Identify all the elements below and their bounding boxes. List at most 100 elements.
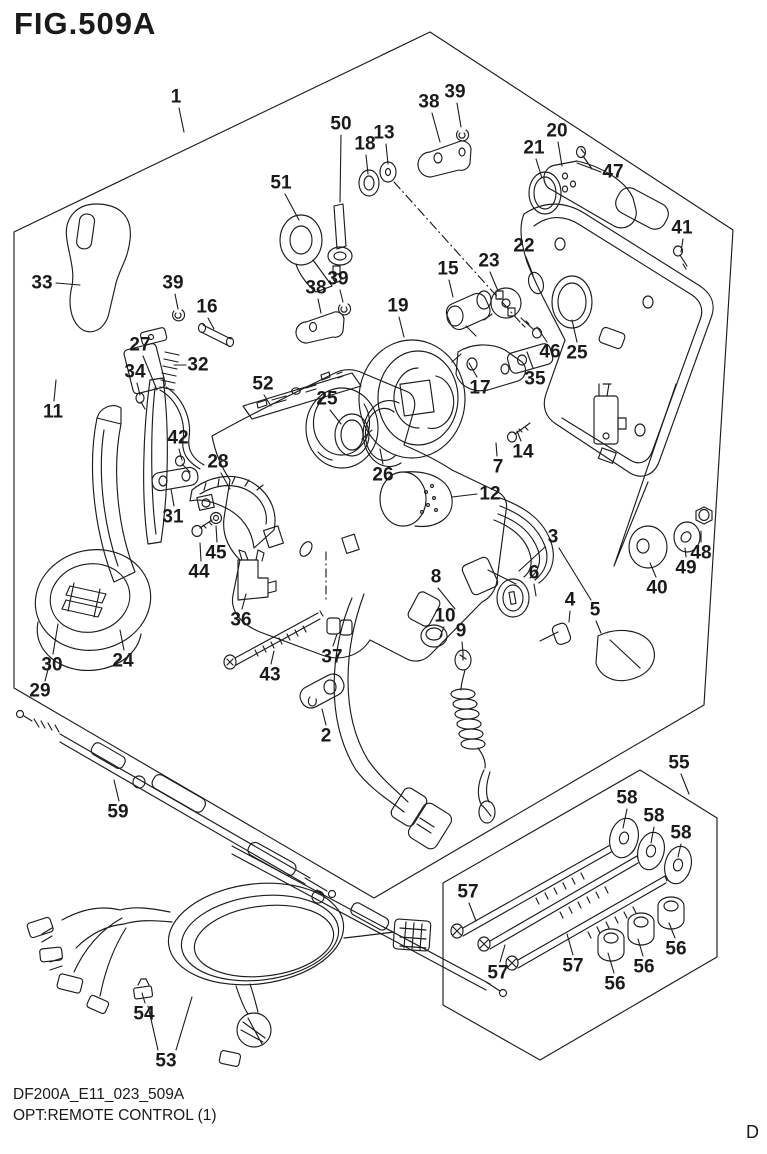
part-label-56: 56 [665, 938, 687, 960]
part-label-39: 39 [327, 268, 349, 290]
part-label-31: 31 [162, 506, 184, 528]
part-label-54: 54 [133, 1003, 155, 1025]
part-41-screw [674, 246, 688, 269]
part-label-5: 5 [589, 599, 601, 621]
part-label-9: 9 [455, 620, 467, 642]
part-53-harness [26, 874, 431, 1067]
part-label-49: 49 [675, 557, 697, 579]
part-label-57: 57 [457, 881, 479, 903]
part-label-11: 11 [42, 401, 64, 423]
part-24-lever [93, 406, 135, 582]
part-label-24: 24 [112, 650, 134, 672]
part-label-38: 38 [305, 277, 327, 299]
part-label-44: 44 [188, 561, 210, 583]
part-21-ring [529, 172, 561, 214]
part-label-34: 34 [124, 361, 146, 383]
part-label-29: 29 [29, 680, 51, 702]
part-label-8: 8 [430, 566, 442, 588]
part-39-clip-c [339, 304, 351, 315]
part-48-nut [696, 507, 712, 524]
part-32-spring [160, 352, 179, 390]
caption-block: DF200A_E11_023_509A OPT:REMOTE CONTROL (… [13, 1084, 217, 1126]
part-10-stop-switch [406, 590, 447, 647]
part-label-53: 53 [155, 1050, 177, 1072]
label-leader-lines [45, 103, 701, 1050]
part-label-41: 41 [671, 217, 693, 239]
part-label-26: 26 [372, 464, 394, 486]
part-47-screw [577, 147, 593, 170]
part-label-27: 27 [129, 334, 151, 356]
part-6-key-switch [461, 556, 529, 617]
main-connector [389, 786, 454, 852]
part-39-clip-a [457, 130, 469, 141]
part-label-23: 23 [478, 250, 500, 272]
part-label-57: 57 [562, 955, 584, 977]
part-36-clamp [238, 550, 276, 600]
part-label-33: 33 [31, 272, 53, 294]
part-label-55: 55 [668, 752, 690, 774]
part-mounting-plate [521, 204, 713, 566]
part-label-10: 10 [434, 605, 456, 627]
part-label-15: 15 [437, 258, 459, 280]
part-57-screws [451, 844, 667, 970]
part-31-link [151, 466, 199, 492]
part-13-washer [380, 162, 396, 182]
part-16-pin [199, 324, 234, 347]
part-label-37: 37 [321, 646, 343, 668]
part-12-buzzer [380, 472, 452, 527]
page-marker: D [746, 1122, 759, 1142]
part-14-screw [508, 423, 531, 442]
part-label-25: 25 [316, 388, 338, 410]
part-label-6: 6 [528, 562, 540, 584]
part-label-30: 30 [41, 654, 63, 676]
part-20-handle [544, 161, 672, 233]
figure-number-title: FIG.509A [14, 6, 157, 41]
part-label-18: 18 [354, 133, 376, 155]
part-label-58: 58 [616, 787, 638, 809]
part-label-20: 20 [546, 120, 568, 142]
part-11-switch [123, 327, 204, 469]
part-label-40: 40 [646, 577, 668, 599]
part-label-39: 39 [162, 272, 184, 294]
part-label-32: 32 [187, 354, 209, 376]
part-35-plate [506, 342, 554, 374]
part-label-50: 50 [330, 113, 352, 135]
part-label-2: 2 [320, 725, 332, 747]
part-33-grip [66, 204, 130, 332]
part-40-grommet [629, 526, 667, 568]
part-label-3: 3 [547, 526, 559, 548]
figure-caption: OPT:REMOTE CONTROL (1) [13, 1107, 217, 1124]
part-housing [212, 370, 507, 661]
part-label-52: 52 [252, 373, 274, 395]
part-label-13: 13 [373, 122, 395, 144]
part-label-36: 36 [230, 609, 252, 631]
part-label-19: 19 [387, 295, 409, 317]
part-38-clamp-b [296, 312, 344, 343]
part-label-59: 59 [107, 801, 129, 823]
part-label-7: 7 [492, 456, 504, 478]
part-46-screw [521, 318, 542, 338]
part-label-58: 58 [670, 822, 692, 844]
part-28-sector-gear [190, 476, 275, 548]
part-39-clip-b [173, 310, 185, 321]
part-label-28: 28 [207, 451, 229, 473]
part-label-4: 4 [564, 589, 576, 611]
part-15-joint [444, 291, 493, 336]
part-label-42: 42 [167, 427, 189, 449]
part-label-57: 57 [487, 962, 509, 984]
part-label-51: 51 [270, 172, 292, 194]
part-label-17: 17 [469, 377, 491, 399]
part-43-screw [224, 611, 323, 669]
part-38-clamp-a [418, 141, 471, 177]
part-label-45: 45 [205, 542, 227, 564]
part-2-plate [297, 670, 348, 711]
part-37-cap [327, 618, 352, 635]
hardware-kit-frame [443, 770, 717, 1060]
part-label-39: 39 [444, 81, 466, 103]
part-49-washer [674, 522, 700, 552]
drawing-code: DF200A_E11_023_509A [13, 1086, 185, 1103]
part-label-46: 46 [539, 341, 561, 363]
part-label-1: 1 [170, 86, 182, 108]
part-label-16: 16 [196, 296, 218, 318]
